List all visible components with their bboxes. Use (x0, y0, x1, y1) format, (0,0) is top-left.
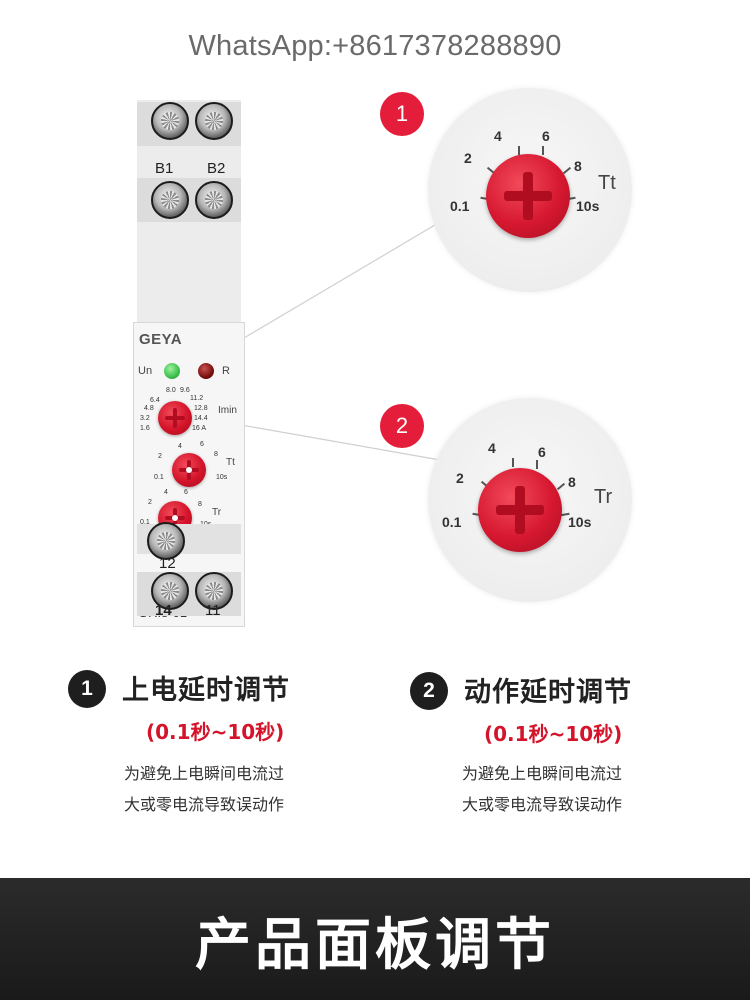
led-label-un: Un (138, 365, 153, 377)
zoom-scale: 0.1 (450, 198, 470, 214)
tr-scale: 4 (164, 489, 168, 496)
terminal-block-top (137, 102, 241, 146)
imin-scale: 14.4 (194, 415, 208, 422)
tr-scale: 0.1 (140, 519, 150, 526)
feature-range-2: (0.1秒~10秒) (484, 722, 623, 746)
terminal-label-b2: B2 (207, 160, 226, 177)
imin-scale: 6.4 (150, 397, 160, 404)
imin-scale: 1.6 (140, 425, 150, 432)
zoom-scale: 10s (568, 514, 592, 530)
zoom-scale: 4 (488, 440, 496, 456)
tr-scale: 6 (184, 489, 188, 496)
feature-desc-line: 大或零电流导致误动作 (124, 795, 285, 814)
brand-logo: GEYA (139, 331, 183, 348)
screw-icon (195, 181, 233, 219)
callout-tt-zoom: 2 4 6 8 0.1 10s Tt (428, 88, 632, 292)
feature-desc-2: 为避免上电瞬间电流过 大或零电流导致误动作 (462, 758, 622, 820)
led-un-indicator (164, 363, 180, 379)
zoom-scale: 8 (574, 158, 582, 174)
tt-scale: 10s (216, 474, 228, 481)
led-label-r: R (222, 365, 230, 377)
terminal-label-12: 12 (159, 555, 176, 572)
imin-label: Imin (218, 405, 237, 416)
terminal-block-lower (137, 522, 241, 560)
feature-title-1: 上电延时调节 (122, 675, 290, 706)
led-r-indicator (198, 363, 214, 379)
feature-title-2: 动作延时调节 (464, 677, 632, 708)
footer-title: 产品面板调节 (195, 913, 555, 978)
tr-scale: 2 (148, 499, 152, 506)
feature-desc-1: 为避免上电瞬间电流过 大或零电流导致误动作 (124, 758, 284, 820)
tr-scale: 8 (198, 501, 202, 508)
imin-scale: 4.8 (144, 405, 154, 412)
screw-icon (147, 522, 185, 560)
imin-scale: 16 A (192, 425, 207, 432)
zoom-scale: 2 (464, 150, 472, 166)
tt-scale: 6 (200, 441, 204, 448)
zoom-unit-label: Tr (594, 486, 613, 508)
footer-banner: 产品面板调节 (0, 878, 750, 1000)
feature-badge-1: 1 (68, 670, 106, 708)
screw-icon (151, 102, 189, 140)
tr-label: Tr (212, 507, 222, 518)
imin-scale: 11.2 (190, 395, 204, 402)
zoom-scale: 4 (494, 128, 502, 144)
terminal-label-14: 14 (155, 602, 172, 619)
zoom-scale: 6 (542, 128, 550, 144)
callout-badge-2: 2 (380, 404, 424, 448)
zoom-scale: 2 (456, 470, 464, 486)
zoom-unit-label: Tt (598, 172, 616, 194)
tt-knob-zoom (486, 154, 570, 238)
tt-scale: 0.1 (154, 474, 164, 481)
imin-knob[interactable] (158, 401, 192, 435)
tt-scale: 8 (214, 451, 218, 458)
screw-icon (195, 572, 233, 610)
zoom-scale: 8 (568, 474, 576, 490)
terminal-block-second (137, 178, 241, 222)
screw-icon (151, 572, 189, 610)
imin-scale: 3.2 (140, 415, 150, 422)
terminal-label-b1: B1 (155, 160, 174, 177)
zoom-scale: 0.1 (442, 514, 462, 530)
tt-scale: 2 (158, 453, 162, 460)
tt-knob[interactable] (172, 453, 206, 487)
feature-badge-2: 2 (410, 672, 448, 710)
screw-icon (195, 102, 233, 140)
imin-scale: 12.8 (194, 405, 208, 412)
zoom-scale: 10s (576, 198, 600, 214)
feature-desc-line: 大或零电流导致误动作 (462, 795, 623, 814)
feature-range-1: (0.1秒~10秒) (146, 720, 285, 744)
screw-icon (151, 181, 189, 219)
feature-desc-line: 为避免上电瞬间电流过 (462, 764, 623, 783)
callout-badge-1: 1 (380, 92, 424, 136)
terminal-label-11: 11 (205, 602, 221, 619)
feature-desc-line: 为避免上电瞬间电流过 (124, 764, 285, 783)
zoom-scale: 6 (538, 444, 546, 460)
imin-scale: 8.0 (166, 387, 176, 394)
imin-scale: 9.6 (180, 387, 190, 394)
tt-label: Tt (226, 457, 235, 468)
terminal-block-bottom (137, 572, 241, 616)
tr-knob-zoom (478, 468, 562, 552)
relay-device: B1 B2 GEYA Un R 6.4 4.8 3.2 1.6 8.0 9.6 … (133, 100, 245, 627)
callout-tr-zoom: 2 4 6 8 0.1 10s Tr (428, 398, 632, 602)
contact-text: WhatsApp:+8617378288890 (188, 30, 562, 62)
tt-scale: 4 (178, 443, 182, 450)
